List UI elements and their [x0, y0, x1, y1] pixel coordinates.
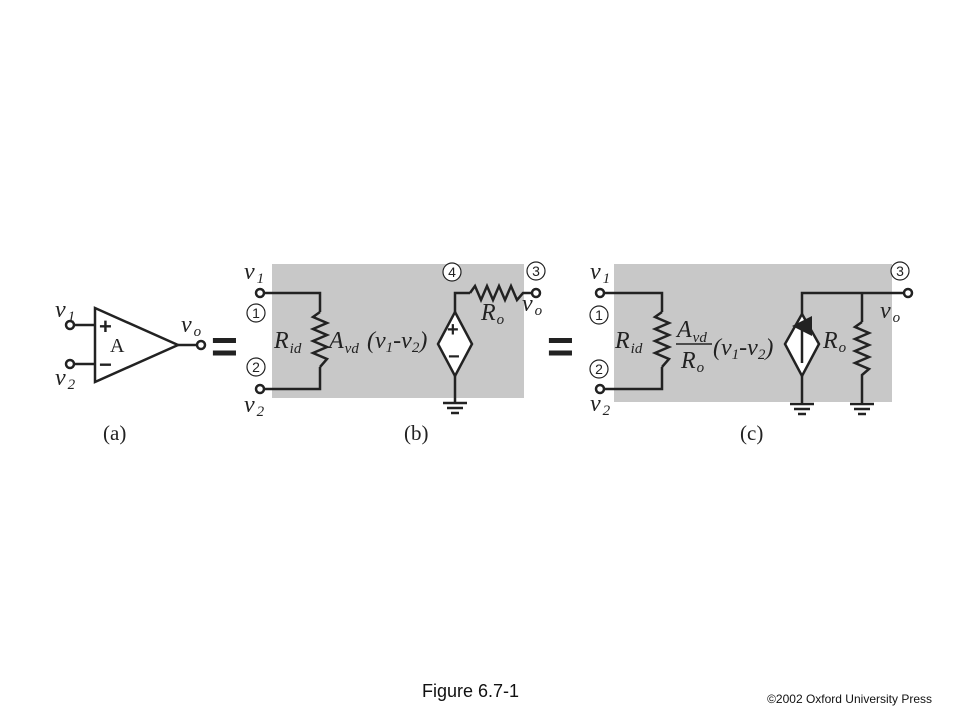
- resistor-rid-b: [309, 310, 331, 368]
- node-label-b-4: 4: [448, 264, 456, 280]
- label-b-rid: Rid: [273, 328, 302, 357]
- node-label-b-2: 2: [252, 359, 260, 375]
- terminal-c-in1: [594, 287, 606, 299]
- wire-b-top: [264, 291, 322, 312]
- wire-c-top: [604, 291, 664, 312]
- shade-box-c: [614, 264, 892, 402]
- shade-box-b: [272, 264, 524, 398]
- node-circle-b-3: [526, 261, 546, 281]
- node-circle-b-2: [246, 357, 266, 377]
- label-b-ro: Ro: [480, 300, 505, 328]
- terminal-a-in2: [64, 358, 76, 370]
- terminal-b-in2: [254, 383, 266, 395]
- wire-b-src-top: [453, 291, 470, 312]
- diagram-b: [246, 261, 546, 415]
- resistor-rid-c: [651, 310, 673, 368]
- node-label-c-3: 3: [896, 263, 904, 279]
- diagram-c: [589, 261, 914, 416]
- equals-sign-2: =: [547, 320, 574, 372]
- label-b-expression: (v1-v2): [367, 328, 427, 356]
- label-b-avd: Avd: [327, 328, 359, 357]
- panel-label-a: (a): [103, 421, 126, 445]
- node-label-b-1: 1: [252, 305, 260, 321]
- opamp-triangle: [93, 306, 182, 384]
- panel-label-c: (c): [740, 421, 763, 445]
- figure-caption: Figure 6.7-1: [422, 681, 520, 701]
- equals-sign-1: =: [211, 320, 238, 372]
- terminal-b-out: [530, 287, 542, 299]
- resistor-ro-b: [468, 282, 532, 304]
- label-c-rid: Rid: [614, 328, 643, 357]
- label-c-expression: (v1-v2): [713, 335, 773, 363]
- node-circle-b-1: [246, 303, 266, 323]
- resistor-ro-c: [851, 320, 873, 403]
- source-plus-sign: +: [447, 319, 459, 341]
- diagram-a: [64, 306, 207, 384]
- terminal-a-in1: [64, 319, 76, 331]
- opamp-minus-sign: −: [99, 352, 112, 377]
- terminal-c-out: [902, 287, 914, 299]
- source-minus-sign: −: [448, 346, 460, 368]
- panel-label-b: (b): [404, 421, 429, 445]
- wire-c-bottom: [604, 367, 664, 391]
- wire-b-bottom: [264, 367, 322, 391]
- terminal-b-in1: [254, 287, 266, 299]
- copyright-credit: ©2002 Oxford University Press: [767, 692, 932, 706]
- node-circle-c-3: [890, 261, 910, 281]
- terminal-c-in2: [594, 383, 606, 395]
- opamp-plus-sign: +: [99, 314, 112, 339]
- opamp-gain-label: A: [110, 335, 125, 357]
- terminal-a-out: [195, 339, 207, 351]
- node-circle-c-2: [589, 359, 609, 379]
- node-circle-b-4: [442, 262, 462, 282]
- node-label-b-3: 3: [532, 263, 540, 279]
- node-label-c-2: 2: [595, 361, 603, 377]
- wire-c-rail: [800, 291, 904, 314]
- node-circle-c-1: [589, 305, 609, 325]
- label-c-avd: Avd: [675, 317, 707, 346]
- label-c-ro-den: Ro: [680, 348, 705, 376]
- label-c-ro: Ro: [822, 328, 847, 356]
- node-label-c-1: 1: [595, 307, 603, 323]
